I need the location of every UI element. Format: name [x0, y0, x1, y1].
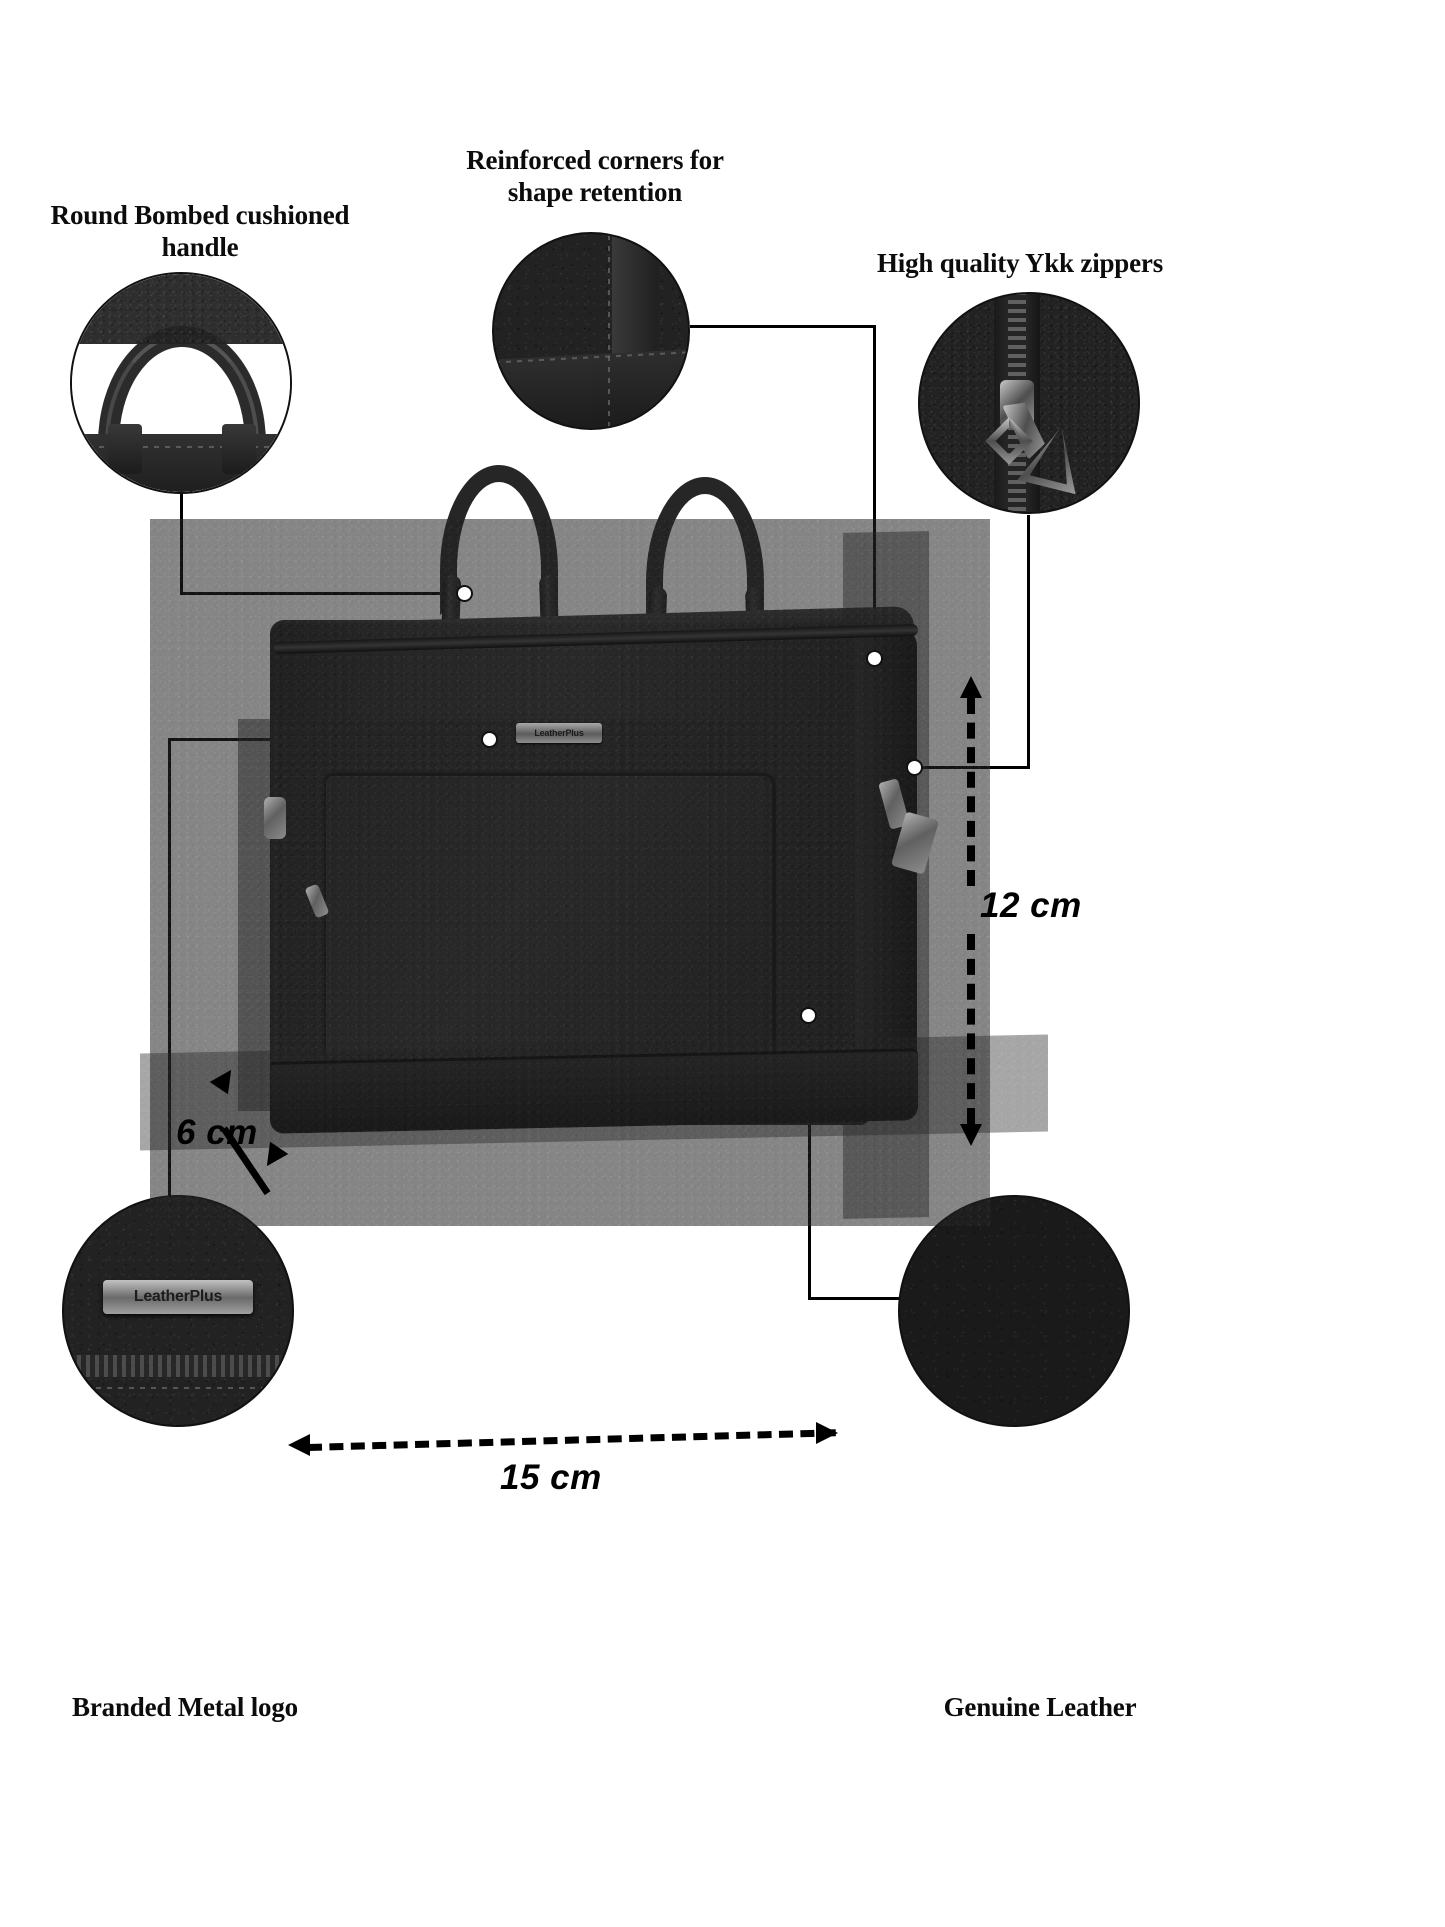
corner-stitch-vertical — [608, 234, 610, 428]
bag-front-pocket — [238, 719, 854, 1111]
connector-zipper-vertical — [1027, 515, 1030, 768]
handle-detail-art — [72, 274, 290, 492]
bag-shoulder-dring — [264, 797, 286, 839]
brand-metal-plate: LeatherPlus — [103, 1280, 253, 1315]
callout-label-corners: Reinforced corners for shape retention — [466, 145, 724, 207]
handle-stitch-line — [72, 446, 290, 448]
anchor-dot-corner — [866, 650, 883, 667]
zipper-detail-art — [920, 294, 1138, 512]
callout-label-zippers: High quality Ykk zippers — [876, 248, 1164, 278]
connector-leather-horizontal — [808, 1297, 930, 1300]
bag-base-grain — [140, 1034, 1048, 1151]
leather-detail-art — [900, 1197, 1128, 1425]
dim-height-arrow-up — [960, 676, 982, 698]
logo-bubble-stitch — [64, 1387, 292, 1389]
detail-bubble-corners — [492, 232, 690, 430]
dim-height-label: 12 cm — [980, 886, 1082, 925]
dim-width-dashes — [307, 1429, 836, 1451]
handle-tab-left — [108, 424, 142, 474]
corner-detail-art — [494, 234, 688, 428]
detail-bubble-handle — [70, 272, 292, 494]
dim-height-dashes-upper — [967, 698, 975, 886]
anchor-dot-logo — [481, 731, 498, 748]
detail-bubble-logo: LeatherPlus — [62, 1195, 294, 1427]
dim-depth-label: 6 cm — [176, 1113, 258, 1152]
detail-bubble-leather — [898, 1195, 1130, 1427]
product-bag-illustration: LeatherPlus — [140, 455, 1048, 1226]
anchor-dot-handle — [456, 585, 473, 602]
anchor-dot-leather — [800, 1007, 817, 1024]
genuine-leather-grain — [900, 1197, 1128, 1425]
dim-width-label: 15 cm — [500, 1458, 602, 1497]
handle-tab-right — [222, 424, 256, 474]
callout-label-handle: Round Bombed cushioned handle — [50, 200, 350, 262]
logo-bubble-zipper — [64, 1355, 292, 1377]
handle-base-grain — [72, 274, 290, 344]
anchor-dot-zipper — [906, 759, 923, 776]
dim-width-arrow-left — [288, 1434, 310, 1456]
callout-label-leather: Genuine Leather — [943, 1692, 1137, 1722]
logo-detail-art: LeatherPlus — [64, 1197, 292, 1425]
connector-corners-vertical — [873, 325, 876, 658]
callout-label-logo: Branded Metal logo — [72, 1692, 298, 1722]
bag-pocket-grain — [238, 719, 854, 1111]
connector-corners-horizontal — [690, 325, 875, 328]
detail-bubble-zippers — [918, 292, 1140, 514]
dim-height-arrow-down — [960, 1124, 982, 1146]
bag-brand-plate: LeatherPlus — [516, 723, 602, 743]
dim-height-dashes-lower — [967, 934, 975, 1124]
dim-width-arrow-right — [816, 1422, 838, 1444]
bag-base-panel — [140, 1034, 1048, 1151]
